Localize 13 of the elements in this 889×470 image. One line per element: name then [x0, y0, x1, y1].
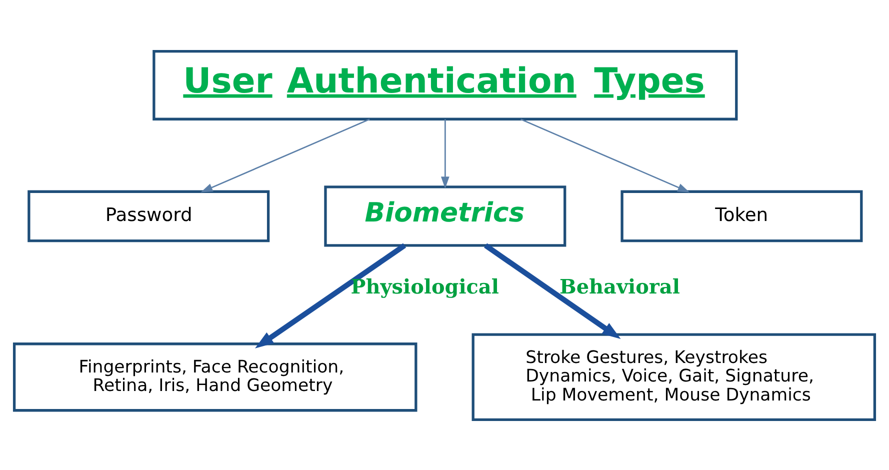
node-box: Password [28, 190, 270, 242]
node-box: Biometrics [324, 185, 566, 246]
arrow [440, 118, 450, 188]
node-box: Fingerprints, Face Recognition, Retina, Iris, Hand Geometry [12, 342, 418, 412]
node-box: User Authentication Types [152, 50, 738, 120]
arrow [520, 118, 690, 192]
edge-label: Behavioral [560, 274, 680, 298]
edge-label: Physiological [350, 274, 499, 298]
arrow [255, 242, 406, 348]
arrow [484, 242, 621, 339]
arrow [200, 118, 370, 192]
node-box: Stroke Gestures, Keystrokes Dynamics, Voice, Gait, Signature, Lip Movement, Mouse Dynamics [472, 332, 876, 420]
node-box: Token [620, 190, 863, 242]
